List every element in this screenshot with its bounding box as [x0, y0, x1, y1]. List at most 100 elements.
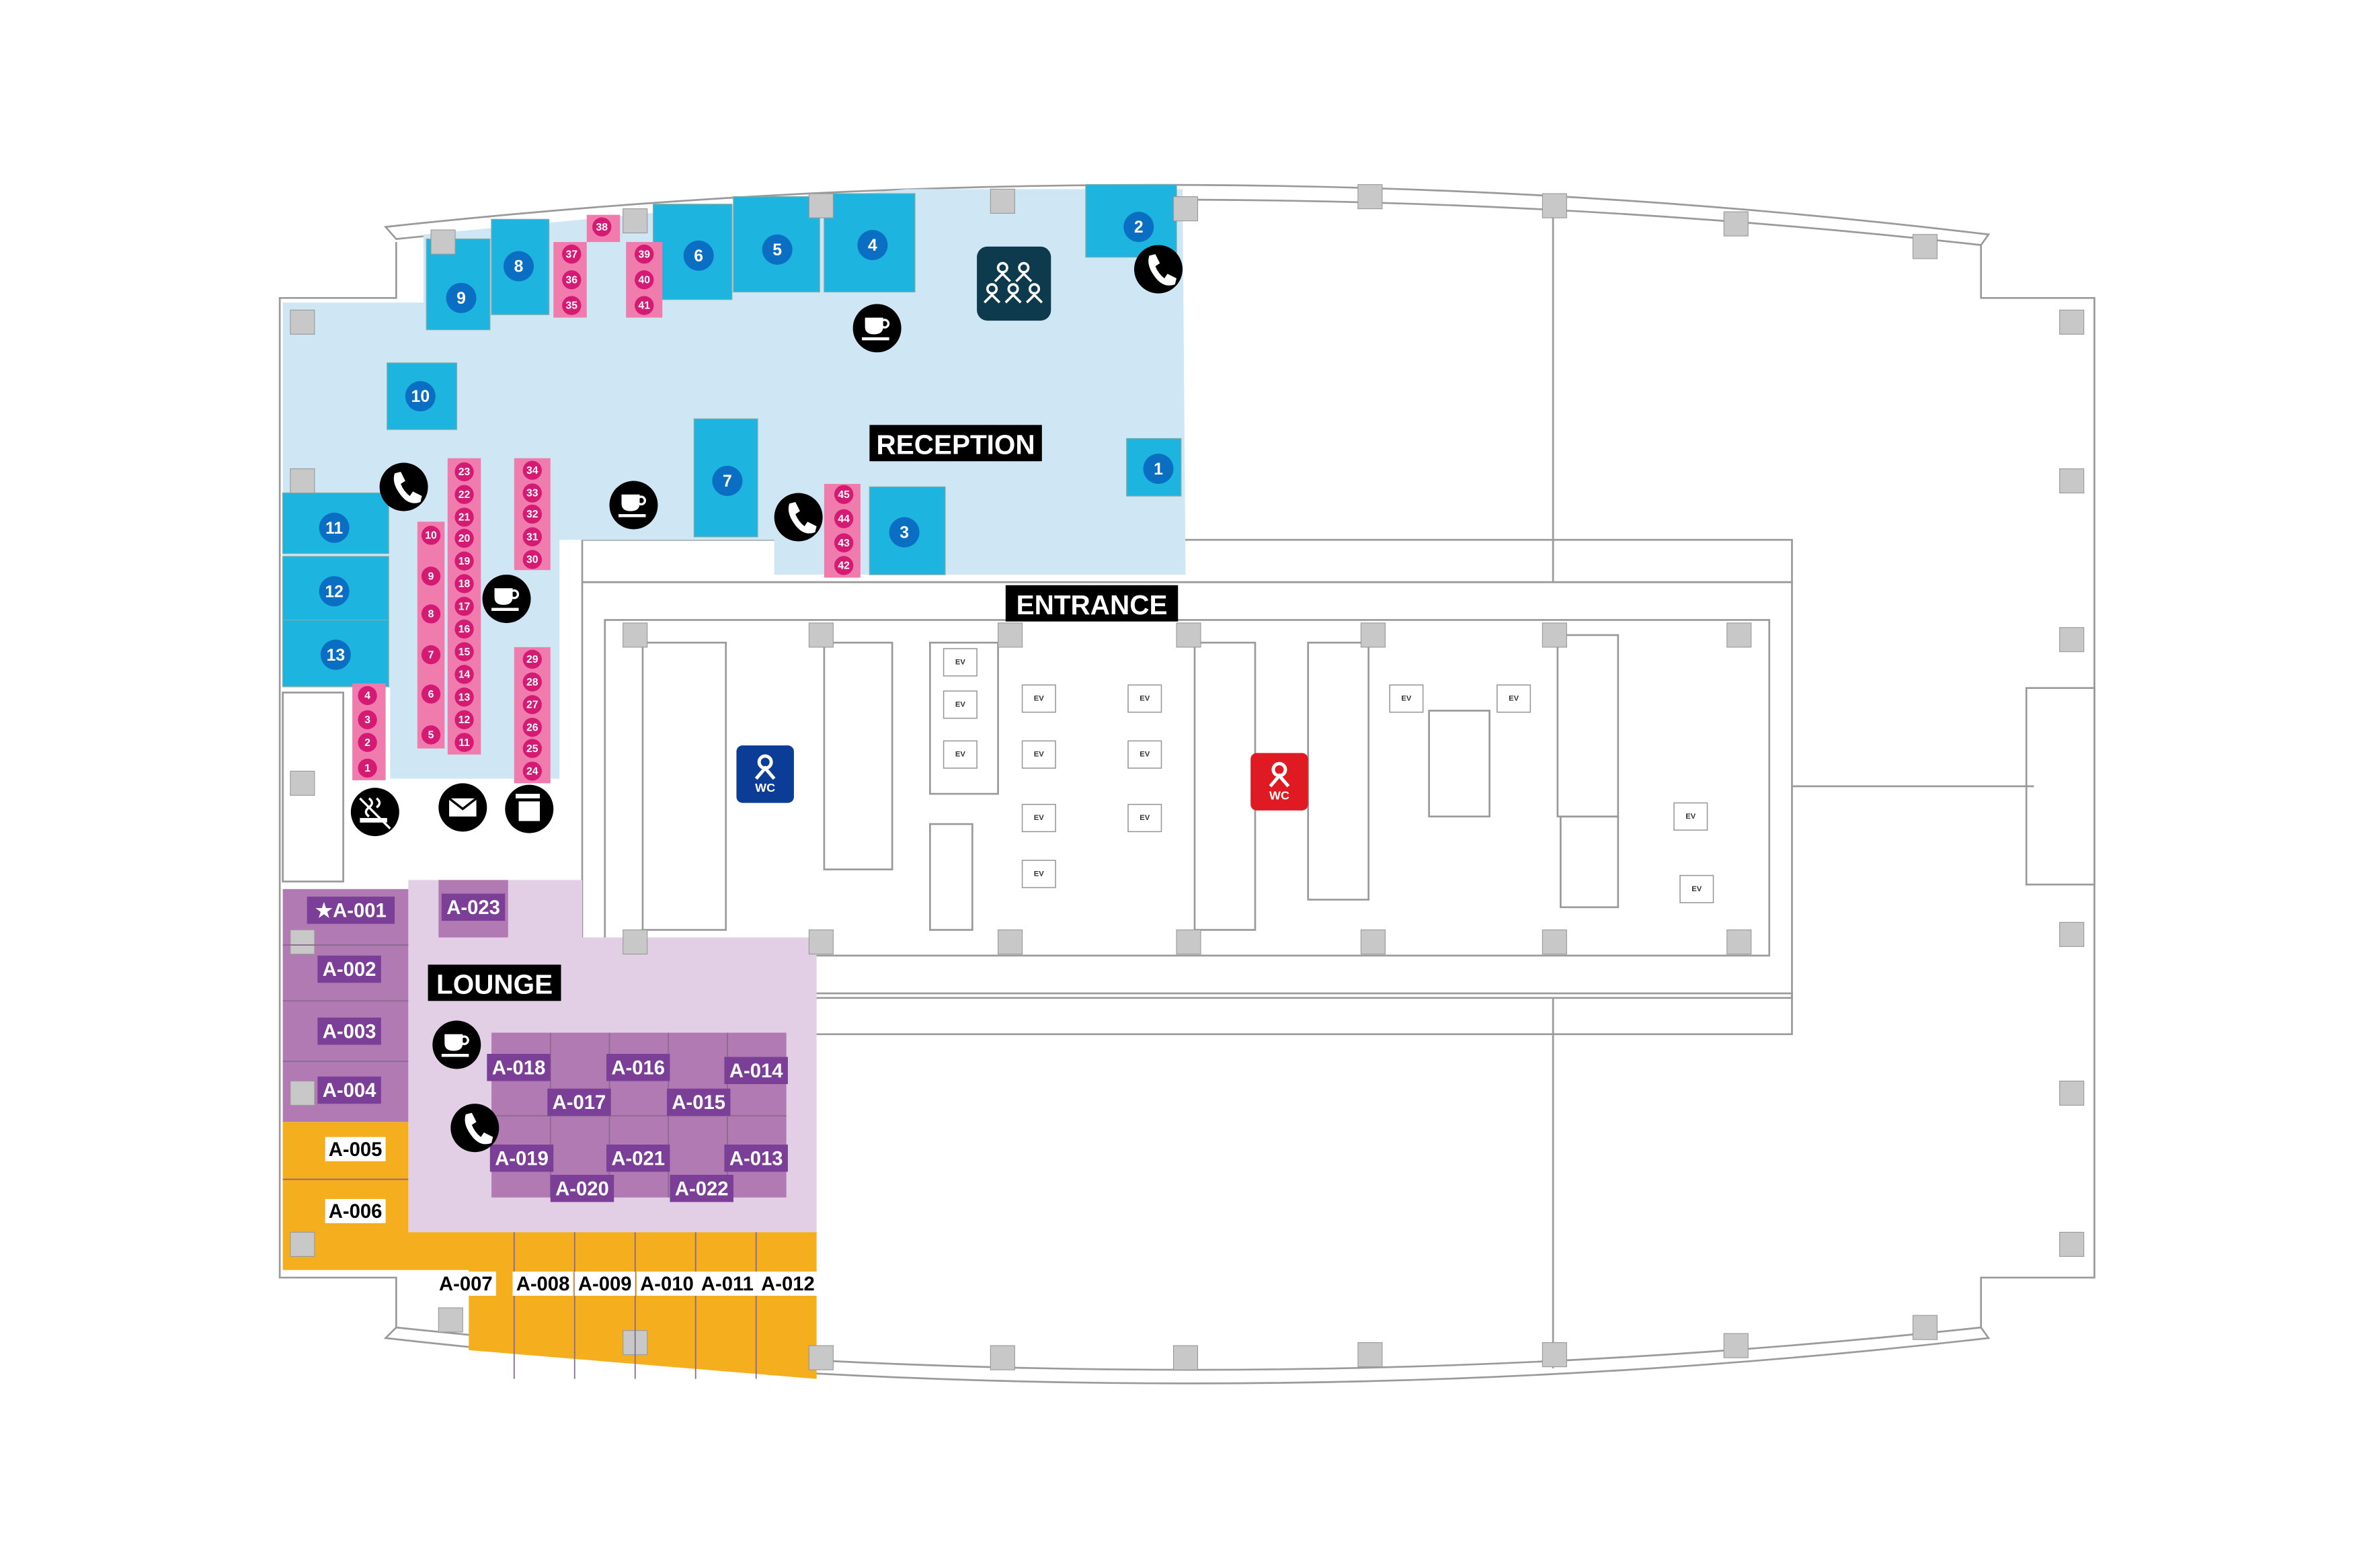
seat-16[interactable]: 16: [454, 619, 474, 639]
meeting-room-13[interactable]: 13: [320, 639, 351, 670]
private-office-6[interactable]: A-016: [606, 1054, 670, 1081]
smoking-icon[interactable]: [350, 788, 399, 837]
seat-badge: [834, 556, 854, 575]
seat-29[interactable]: 29: [522, 649, 542, 669]
seat-44[interactable]: 44: [834, 509, 854, 528]
seat-10[interactable]: 10: [421, 526, 441, 545]
phone-icon[interactable]: [774, 493, 823, 542]
seat-5[interactable]: 5: [421, 725, 441, 745]
seat-12[interactable]: 12: [454, 710, 474, 730]
open-office-5[interactable]: A-010: [636, 1271, 697, 1296]
meeting-room-4[interactable]: 4: [857, 230, 888, 261]
private-office-8[interactable]: A-017: [547, 1088, 611, 1116]
open-office-0[interactable]: A-005: [325, 1137, 386, 1161]
coffee-icon[interactable]: [852, 304, 902, 353]
seat-23[interactable]: 23: [454, 462, 474, 482]
private-office-4[interactable]: A-023: [441, 893, 506, 921]
seat-30[interactable]: 30: [522, 550, 542, 569]
seat-18[interactable]: 18: [454, 574, 474, 593]
private-office-3[interactable]: A-004: [317, 1076, 381, 1104]
open-office-1[interactable]: A-006: [325, 1198, 386, 1223]
seat-28[interactable]: 28: [522, 672, 542, 692]
private-office-12[interactable]: A-013: [724, 1144, 788, 1172]
seat-26[interactable]: 26: [522, 717, 542, 737]
seat-3[interactable]: 3: [358, 710, 377, 730]
mail-icon[interactable]: [438, 783, 487, 832]
seat-36[interactable]: 36: [562, 270, 582, 290]
seat-8[interactable]: 8: [421, 604, 441, 624]
seat-9[interactable]: 9: [421, 567, 441, 586]
seat-badge: [635, 244, 654, 264]
seat-20[interactable]: 20: [454, 528, 474, 548]
open-office-2[interactable]: A-007: [435, 1271, 496, 1296]
restroom-women[interactable]: WC: [1250, 753, 1308, 811]
seat-41[interactable]: 41: [635, 296, 654, 315]
trash-icon[interactable]: [505, 784, 554, 833]
meeting-room-5[interactable]: 5: [762, 234, 793, 265]
seat-42[interactable]: 42: [834, 556, 854, 575]
coffee-icon[interactable]: [609, 481, 658, 530]
seat-31[interactable]: 31: [522, 527, 542, 546]
seat-39[interactable]: 39: [635, 244, 654, 264]
restroom-men[interactable]: WC: [736, 745, 794, 803]
office-label: A-017: [553, 1092, 606, 1114]
seat-43[interactable]: 43: [834, 533, 854, 552]
seat-2[interactable]: 2: [358, 733, 377, 752]
phone-icon[interactable]: [450, 1104, 500, 1153]
seat-45[interactable]: 45: [834, 485, 854, 504]
private-office-9[interactable]: A-015: [666, 1088, 731, 1116]
seat-25[interactable]: 25: [522, 739, 542, 758]
seat-37[interactable]: 37: [562, 244, 582, 264]
seat-21[interactable]: 21: [454, 507, 474, 527]
private-office-10[interactable]: A-019: [489, 1144, 554, 1172]
seat-15[interactable]: 15: [454, 642, 474, 661]
meeting-room-2[interactable]: 2: [1123, 212, 1154, 243]
meeting-room-12[interactable]: 12: [319, 576, 350, 607]
seat-19[interactable]: 19: [454, 551, 474, 571]
meeting-room-7[interactable]: 7: [712, 466, 743, 496]
meeting-room-6[interactable]: 6: [683, 240, 714, 271]
seat-34[interactable]: 34: [522, 460, 542, 480]
open-office-7[interactable]: A-012: [757, 1271, 818, 1296]
private-office-5[interactable]: A-018: [487, 1054, 551, 1081]
seat-13[interactable]: 13: [454, 687, 474, 707]
open-office-3[interactable]: A-008: [512, 1271, 573, 1296]
seat-6[interactable]: 6: [421, 684, 441, 704]
private-office-13[interactable]: A-020: [550, 1174, 614, 1202]
seat-badge: [562, 270, 582, 290]
seat-40[interactable]: 40: [635, 270, 654, 290]
coffee-icon[interactable]: [432, 1020, 481, 1069]
open-office-6[interactable]: A-011: [696, 1271, 758, 1296]
phone-icon[interactable]: [379, 462, 428, 511]
seat-1[interactable]: 1: [358, 758, 377, 778]
seat-4[interactable]: 4: [358, 686, 377, 706]
private-office-1[interactable]: A-002: [317, 955, 381, 983]
meeting-room-3[interactable]: 3: [889, 517, 920, 548]
meeting-room-11[interactable]: 11: [319, 512, 350, 543]
private-office-14[interactable]: A-022: [670, 1174, 733, 1202]
seat-32[interactable]: 32: [522, 504, 542, 524]
seat-14[interactable]: 14: [454, 665, 474, 684]
seat-7[interactable]: 7: [421, 645, 441, 665]
private-office-11[interactable]: A-021: [606, 1144, 670, 1172]
seat-33[interactable]: 33: [522, 483, 542, 503]
meeting-room-8[interactable]: 8: [504, 251, 534, 282]
pillar: [1726, 930, 1752, 955]
seat-38[interactable]: 38: [592, 217, 612, 237]
open-office-4[interactable]: A-009: [574, 1271, 635, 1296]
seat-11[interactable]: 11: [454, 733, 474, 752]
meeting-room-1[interactable]: 1: [1143, 454, 1174, 485]
meeting-room-9[interactable]: 9: [446, 282, 477, 313]
coffee-icon[interactable]: [482, 574, 531, 623]
seat-35[interactable]: 35: [562, 296, 582, 315]
people-group-icon[interactable]: [977, 246, 1051, 321]
seat-17[interactable]: 17: [454, 597, 474, 616]
meeting-room-10[interactable]: 10: [405, 381, 436, 412]
private-office-2[interactable]: A-003: [317, 1018, 381, 1045]
seat-27[interactable]: 27: [522, 695, 542, 714]
private-office-7[interactable]: A-014: [724, 1057, 788, 1084]
seat-22[interactable]: 22: [454, 485, 474, 504]
phone-icon[interactable]: [1134, 245, 1183, 294]
private-office-0[interactable]: ★A-001: [307, 897, 395, 924]
seat-24[interactable]: 24: [522, 761, 542, 781]
